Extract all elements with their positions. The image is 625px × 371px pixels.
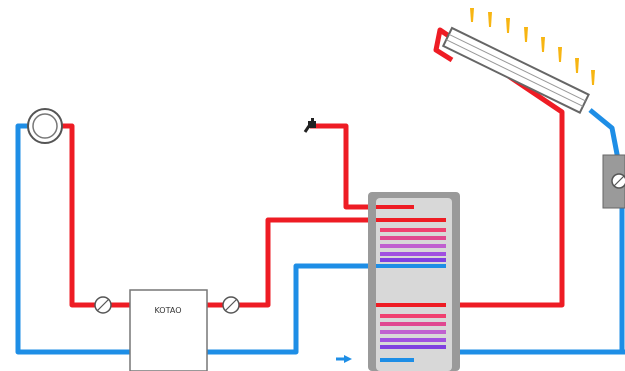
solar-collector-icon: [441, 26, 590, 114]
sun-ray-icon: [558, 47, 562, 62]
sun-ray-icon: [506, 18, 510, 33]
upper-heating-coil: [380, 228, 446, 262]
sun-ray-icon: [591, 70, 595, 85]
cold-pipes: [15, 108, 625, 355]
sun-ray-icon: [470, 8, 474, 22]
collector-outlet-pipe: [588, 108, 625, 352]
boiler-label: KOTAO: [155, 306, 182, 315]
faucet-icon: [303, 118, 316, 133]
radiator-icon: [27, 108, 63, 144]
pump-icon: [222, 296, 240, 314]
cold-water-inlet-arrow-icon: [336, 355, 352, 363]
lower-heating-coil: [380, 314, 446, 349]
sun-ray-icon: [541, 37, 545, 52]
tank-pipe-ends: [376, 205, 446, 362]
sun-rays: [470, 8, 595, 85]
boiler-to-tank-pipe: [238, 217, 414, 308]
sun-ray-icon: [524, 27, 528, 42]
radiator-supply-pipe: [62, 123, 96, 308]
boiler: KOTAO: [129, 289, 208, 371]
pump-icon: [94, 296, 112, 314]
sun-ray-icon: [488, 12, 492, 27]
sun-ray-icon: [575, 58, 579, 73]
expansion-vessel-icon: [602, 154, 625, 209]
